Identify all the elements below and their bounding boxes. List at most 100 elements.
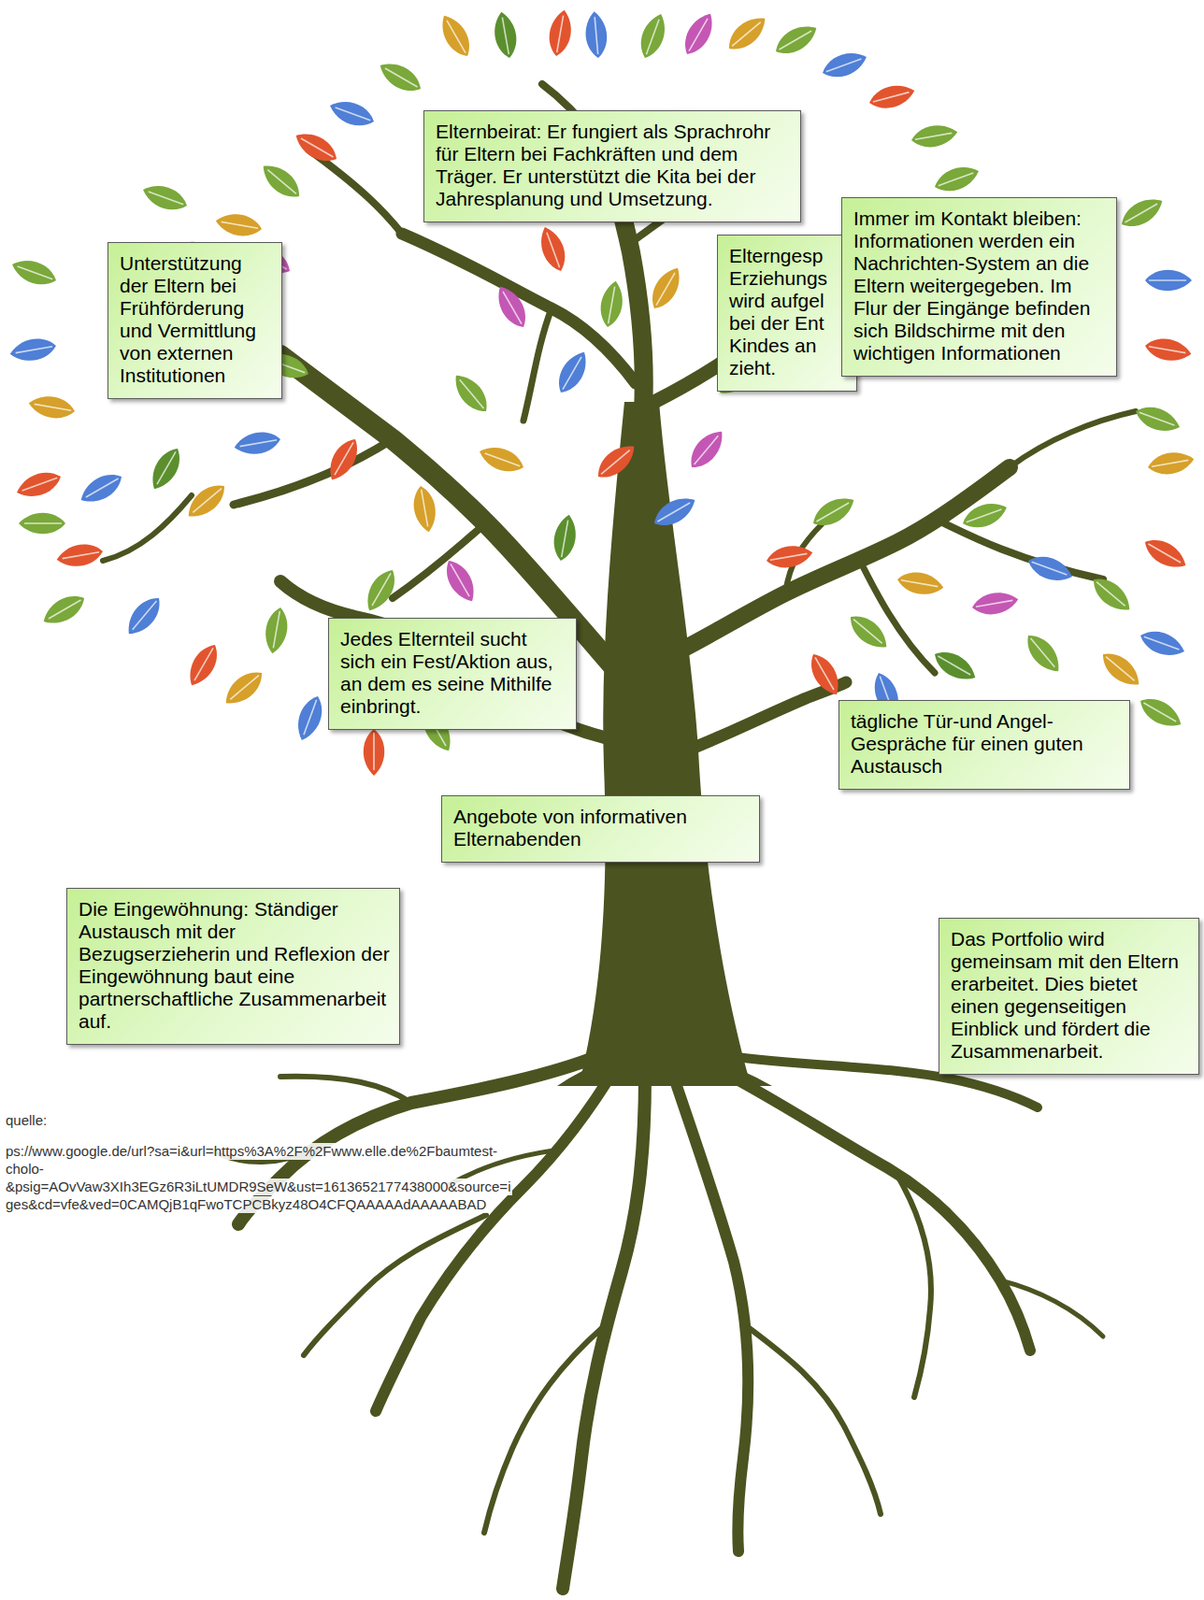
root [562,1075,645,1590]
leaf [634,10,671,62]
root [484,1327,603,1534]
leaf [1146,448,1196,478]
info-box: Unterstützung der Eltern bei Frühförderu… [107,242,283,400]
leaf [8,254,60,290]
info-box: Elterngesp Erziehungs wird aufgel bei de… [716,234,858,392]
leaf [38,588,90,631]
leaf [959,497,1011,533]
leaf [722,10,773,57]
root [280,1076,412,1104]
leaf [677,8,719,60]
box-text: Immer im Kontakt bleiben: Informationen … [853,207,1107,365]
leaf [550,513,580,563]
source-note: quelle: [3,1112,49,1130]
leaf [1145,270,1192,292]
leaf [490,10,520,60]
root [673,1075,748,1552]
leaf [232,429,283,459]
info-box: Die Eingewöhnung: Ständiger Austausch mi… [66,888,401,1046]
branch [654,233,860,402]
leaf [1019,629,1066,679]
tree-branches [102,84,1136,748]
branch [673,467,1010,655]
box-text: Die Eingewöhnung: Ständiger Austausch mi… [78,898,390,1033]
twig [1009,411,1136,468]
trunk-base [557,1052,773,1087]
leaf [1116,191,1168,233]
leaf [545,8,575,58]
branch [401,233,636,384]
leaf [844,608,894,655]
twig [523,308,552,421]
leaf [291,692,328,745]
box-text: tägliche Tür-und Angel-Gespräche für ein… [850,710,1120,778]
info-box: tägliche Tür-und Angel-Gespräche für ein… [838,700,1131,790]
box-text: Elterngesp Erziehungs wird aufgel bei de… [729,244,832,380]
box-text: Jedes Elternteil sucht sich ein Fest/Akt… [340,628,567,718]
leaf [1087,571,1137,617]
leaf [363,729,386,776]
leaf [534,223,571,275]
info-box: Das Portfolio wird gemeinsam mit den Elt… [938,917,1200,1075]
root [897,1175,932,1398]
leaf [770,18,822,60]
leaf [326,95,378,131]
source-note: ges&cd=vfe&ved=0CAMQjB1qFwoTCPCBkyz48O4C… [3,1196,488,1214]
info-box: Angebote von informativen Elternabenden [441,795,760,863]
leaf [256,157,306,204]
leaf [374,56,427,98]
leaf [818,46,871,83]
leaf [597,279,627,330]
leaf [1134,691,1187,733]
leaf [75,467,128,509]
leaf [144,443,187,495]
leaf [120,591,167,642]
leaf [475,441,528,477]
leaf [970,588,1020,618]
leaf [13,466,65,502]
info-box: Elternbeirat: Er fungiert als Sprachrohr… [423,110,802,223]
box-text: Angebote von informativen Elternabenden [453,805,750,851]
leaf [18,513,66,535]
source-note: &psig=AOvVaw3XIh3EGz6R3iLtUMDR9SeW&ust=1… [3,1178,513,1196]
leaf [290,126,343,168]
leaf [322,433,364,486]
leaf [214,210,264,240]
box-text: Elternbeirat: Er fungiert als Sprachrohr… [435,120,791,211]
leaf [261,605,291,656]
leaf [683,424,730,474]
leaf [434,10,476,62]
leaf [591,438,642,485]
source-note: ps://www.google.de/url?sa=i&url=https%3A… [3,1143,500,1161]
leaf [1139,532,1191,574]
leaf [583,10,609,59]
leaf [1143,335,1193,365]
box-text: Das Portfolio wird gemeinsam mit den Elt… [950,928,1190,1063]
root [710,1065,1031,1351]
leaf [1024,550,1076,587]
leaf [8,335,58,365]
tree-roots [213,1056,1104,1590]
leaf [139,179,191,215]
leaf [1096,645,1147,692]
leaf [764,542,815,572]
info-box: Immer im Kontakt bleiben: Informationen … [841,197,1118,377]
root [747,1327,881,1515]
leaf [181,477,231,524]
branch [280,581,608,739]
info-box: Jedes Elternteil sucht sich ein Fest/Akt… [328,617,577,731]
leaf [645,262,687,315]
leaf [929,645,981,687]
leaf [866,80,918,114]
leaf [359,564,402,617]
leaf [410,484,440,534]
leaf [182,639,224,691]
leaf [1136,625,1189,661]
leaf [648,490,701,532]
root [375,1065,617,1412]
leaf [490,281,532,333]
leaf [27,392,77,422]
leaf [931,160,983,197]
source-note: cholo- [3,1161,46,1178]
leaf [803,648,846,701]
